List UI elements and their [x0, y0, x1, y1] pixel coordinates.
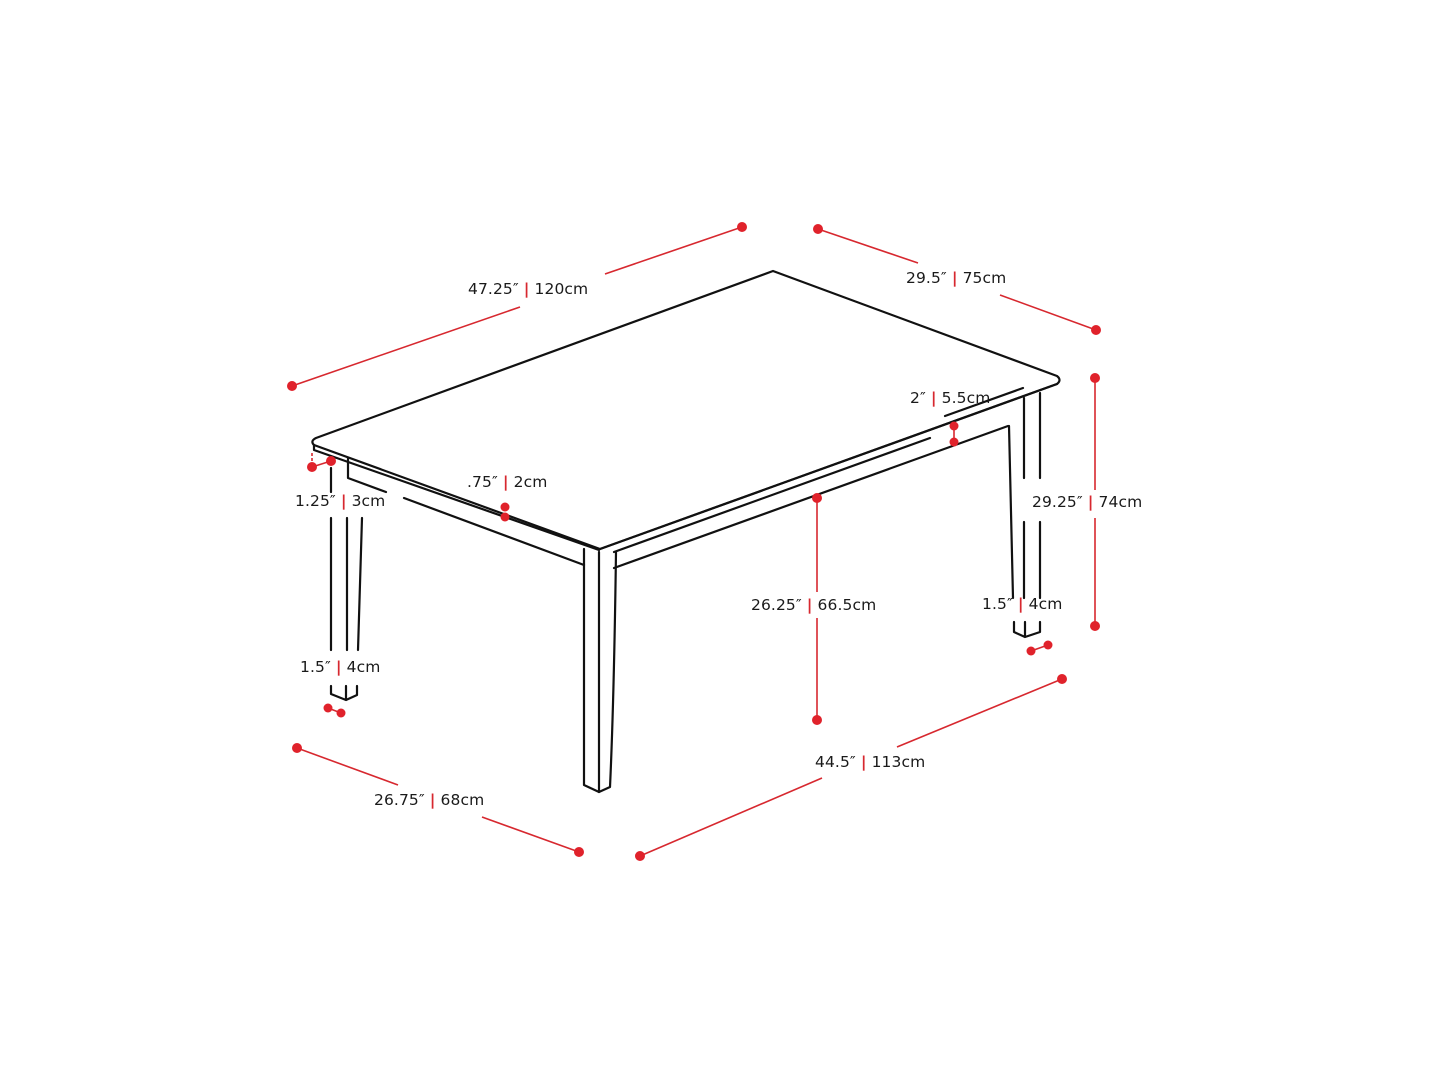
metric-value: 2cm — [513, 473, 548, 491]
imperial-value: 1.5″ — [300, 658, 331, 676]
imperial-value: 29.5″ — [906, 269, 947, 287]
unit-separator: | — [1087, 493, 1094, 511]
dimension-lines — [287, 222, 1101, 861]
dimension-label-base-width: 26.75″|68cm — [374, 791, 485, 809]
imperial-value: 44.5″ — [815, 753, 856, 771]
unit-separator: | — [502, 473, 509, 491]
imperial-value: 2″ — [910, 389, 926, 407]
table-drawing — [311, 269, 1061, 794]
leg-left-foot — [329, 684, 359, 702]
unit-separator: | — [335, 658, 342, 676]
leg-front — [582, 547, 618, 794]
metric-value: 75cm — [962, 269, 1007, 287]
unit-separator: | — [930, 389, 937, 407]
dimension-label-apron-height: 2″|5.5cm — [910, 389, 991, 407]
table-top-surface — [311, 269, 1061, 551]
dimension-label-base-length: 44.5″|113cm — [815, 753, 926, 771]
apron-left-bottom — [402, 496, 586, 567]
imperial-value: 26.25″ — [751, 596, 802, 614]
unit-separator: | — [806, 596, 813, 614]
dimension-label-top-overhang: 1.25″|3cm — [295, 492, 386, 510]
imperial-value: 26.75″ — [374, 791, 425, 809]
metric-value: 4cm — [1028, 595, 1063, 613]
metric-value: 68cm — [440, 791, 485, 809]
dimension-label-top-length: 47.25″|120cm — [468, 280, 589, 298]
imperial-value: .75″ — [467, 473, 498, 491]
unit-separator: | — [340, 492, 347, 510]
unit-separator: | — [523, 280, 530, 298]
table-top-edge-right — [598, 382, 1059, 551]
unit-separator: | — [429, 791, 436, 809]
apron-right-bottom — [612, 424, 1010, 570]
apron-left — [346, 456, 388, 494]
metric-value: 113cm — [871, 753, 926, 771]
unit-separator: | — [1017, 595, 1024, 613]
unit-separator: | — [951, 269, 958, 287]
metric-value: 74cm — [1098, 493, 1143, 511]
apron-right — [612, 436, 932, 554]
leg-right-foot — [1012, 620, 1042, 639]
dimension-label-top-thickness: .75″|2cm — [467, 473, 548, 491]
metric-value: 4cm — [346, 658, 381, 676]
metric-value: 3cm — [351, 492, 386, 510]
dimension-label-overall-height: 29.25″|74cm — [1032, 493, 1143, 511]
dimension-label-legroom-height: 26.25″|66.5cm — [751, 596, 877, 614]
leg-left-right — [356, 516, 364, 652]
imperial-value: 29.25″ — [1032, 493, 1083, 511]
metric-value: 66.5cm — [817, 596, 877, 614]
dimension-label-leg-width-right: 1.5″|4cm — [982, 595, 1063, 613]
dimension-label-top-width: 29.5″|75cm — [906, 269, 1007, 287]
apron-right-upper — [943, 386, 1025, 418]
dimension-label-leg-width-left: 1.5″|4cm — [300, 658, 381, 676]
imperial-value: 1.25″ — [295, 492, 336, 510]
unit-separator: | — [860, 753, 867, 771]
leg-right-outer — [1007, 424, 1015, 600]
imperial-value: 47.25″ — [468, 280, 519, 298]
metric-value: 5.5cm — [941, 389, 991, 407]
imperial-value: 1.5″ — [982, 595, 1013, 613]
metric-value: 120cm — [534, 280, 589, 298]
